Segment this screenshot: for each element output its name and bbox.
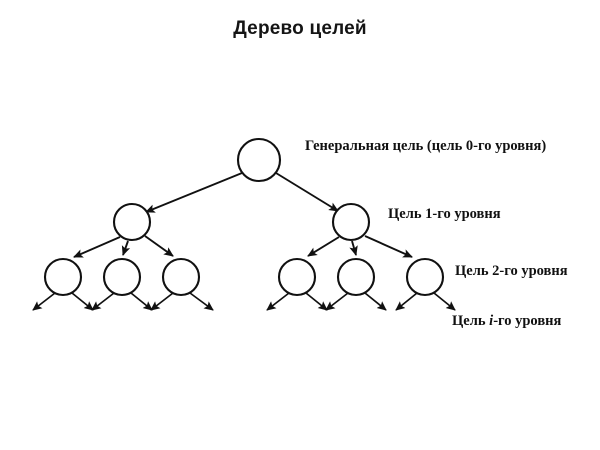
edge-l1-left-to-l2-1 bbox=[73, 236, 121, 258]
leaf-arrow bbox=[91, 292, 115, 311]
leaf-arrow bbox=[32, 292, 56, 311]
node-level2-2[interactable] bbox=[102, 257, 142, 297]
edges-l1-right-to-level2 bbox=[307, 235, 413, 258]
label-level0: Генеральная цель (цель 0-го уровня) bbox=[305, 138, 546, 154]
edge-l1-right-to-l2-5 bbox=[349, 240, 358, 256]
label-level-i-prefix: Цель bbox=[452, 313, 489, 329]
label-level-i-italic-index: i bbox=[489, 313, 493, 329]
leaf-arrows bbox=[32, 292, 456, 311]
edge-root-to-l1-left bbox=[145, 172, 243, 213]
edge-root-to-l1-right bbox=[275, 172, 339, 212]
node-root-level0[interactable] bbox=[236, 137, 282, 183]
node-level2-6[interactable] bbox=[405, 257, 445, 297]
leaf-arrow bbox=[433, 292, 456, 311]
label-level-i-suffix: -го уровня bbox=[493, 313, 561, 329]
diagram-labels: Генеральная цель (цель 0-го уровня) Цель… bbox=[305, 138, 568, 329]
node-level2-1[interactable] bbox=[43, 257, 83, 297]
edge-l1-right-to-l2-6 bbox=[364, 235, 413, 258]
label-level-i: Цель i-го уровня bbox=[452, 313, 562, 329]
edge-l1-left-to-l2-2 bbox=[121, 240, 131, 256]
label-level2: Цель 2-го уровня bbox=[455, 263, 568, 279]
leaf-arrow bbox=[364, 292, 387, 311]
leaf-arrow bbox=[305, 292, 328, 311]
node-level2-5[interactable] bbox=[336, 257, 376, 297]
edges-l1-left-to-level2 bbox=[73, 235, 174, 258]
node-level2-4[interactable] bbox=[277, 257, 317, 297]
tree-nodes bbox=[43, 137, 445, 297]
node-level1-left[interactable] bbox=[112, 202, 152, 242]
node-level2-3[interactable] bbox=[161, 257, 201, 297]
leaf-arrow bbox=[189, 292, 214, 311]
leaf-arrow bbox=[150, 292, 174, 311]
edge-l1-right-to-l2-4 bbox=[307, 236, 340, 257]
node-level1-right[interactable] bbox=[331, 202, 371, 242]
leaf-arrow bbox=[325, 292, 349, 311]
page-title: Дерево целей bbox=[233, 18, 367, 39]
leaf-arrow bbox=[266, 292, 290, 311]
label-level1: Цель 1-го уровня bbox=[388, 206, 501, 222]
leaf-arrow bbox=[395, 292, 418, 311]
edges-level0-to-level1 bbox=[145, 172, 339, 213]
leaf-arrow bbox=[71, 292, 94, 311]
leaf-arrow bbox=[130, 292, 153, 311]
edge-l1-left-to-l2-3 bbox=[144, 235, 174, 257]
